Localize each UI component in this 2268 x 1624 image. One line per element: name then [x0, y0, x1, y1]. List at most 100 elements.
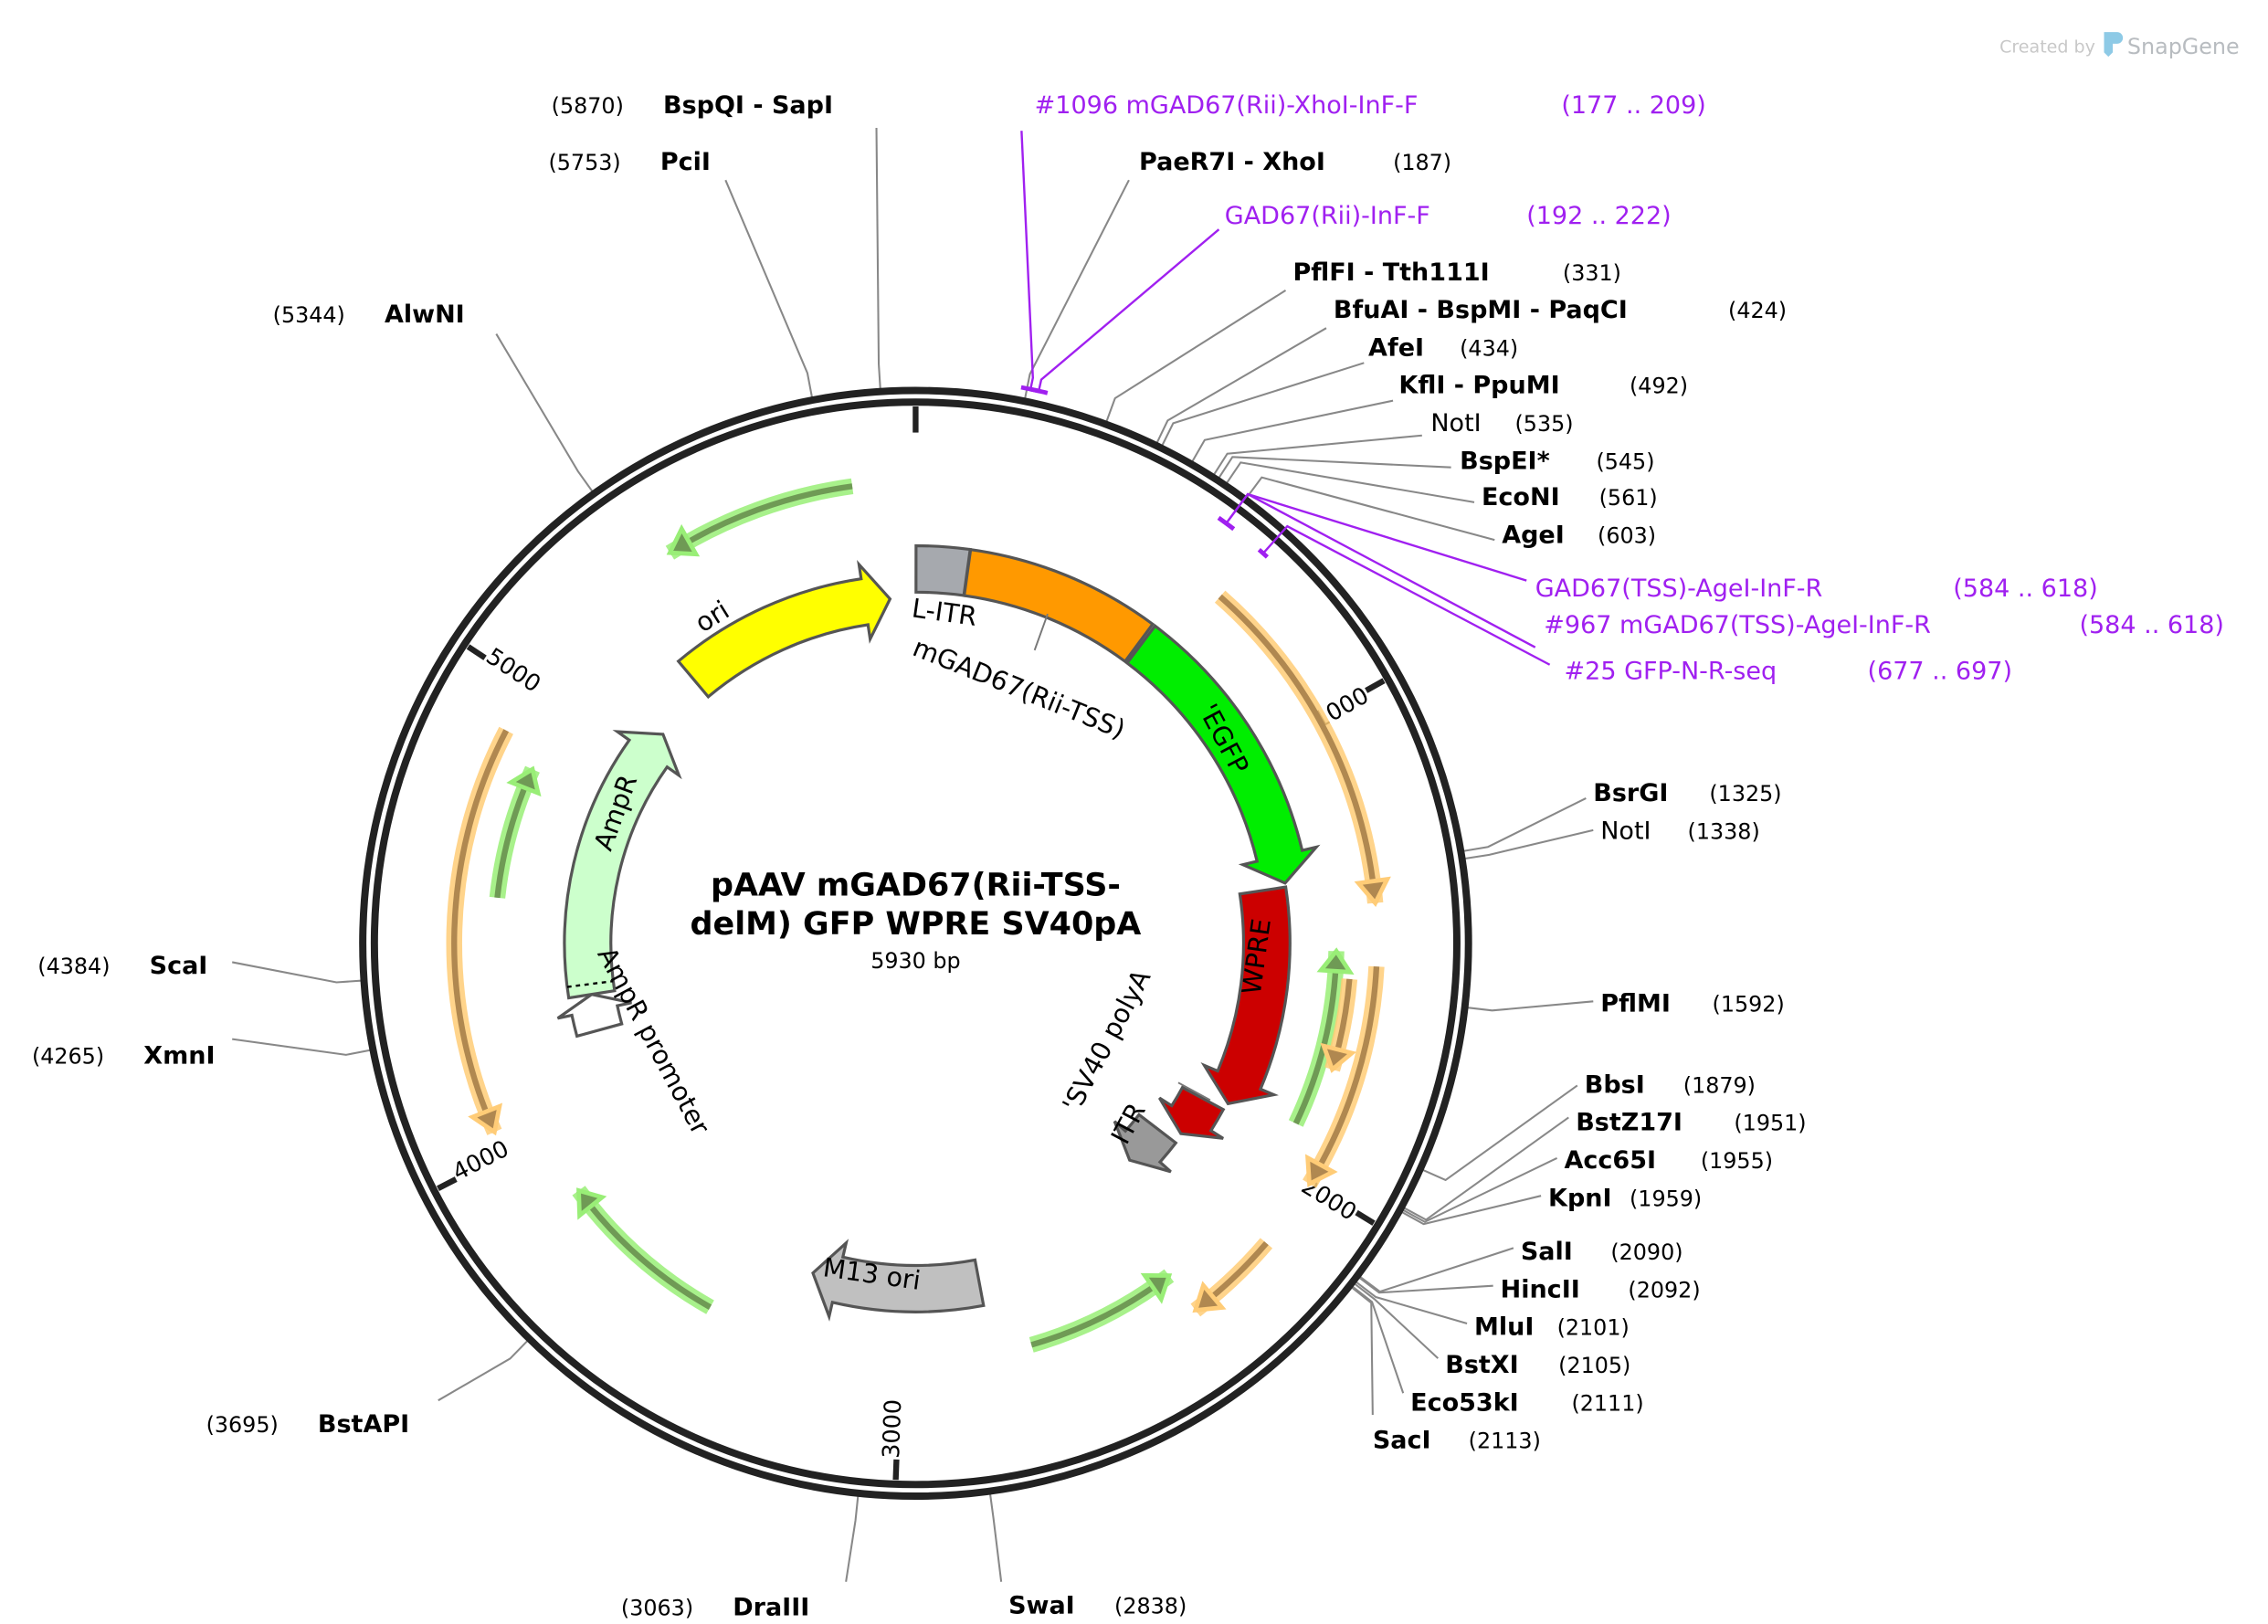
site-leader-line [845, 1492, 860, 1582]
primer-range: (177 .. 209) [1561, 91, 1705, 120]
site-name: AgeI [1502, 521, 1565, 549]
site-position: (1959) [1630, 1186, 1702, 1211]
site-leader-line [1216, 456, 1451, 481]
orf-arrow-head [666, 523, 701, 557]
site-name: ScaI [150, 952, 208, 980]
site-name: PaeR7I - XhoI [1139, 148, 1325, 176]
primer-range: (677 .. 697) [1868, 658, 2012, 686]
site-position: (2101) [1557, 1315, 1630, 1341]
orf-arrow-head [1192, 1281, 1227, 1313]
site-position: (4384) [37, 954, 110, 979]
site-name: BstAPI [318, 1410, 409, 1439]
site-name: NotI [1600, 817, 1651, 845]
orf-arrow-head [576, 1187, 607, 1220]
site-leader-line [232, 1038, 374, 1056]
tick-mark [892, 1459, 900, 1481]
site-leader-line [1349, 1283, 1405, 1394]
site-position: (1325) [1709, 781, 1781, 807]
feature-sv40-polya [1158, 1085, 1226, 1140]
primer-name: GAD67(Rii)-InF-F [1225, 202, 1430, 230]
site-position: (2838) [1114, 1594, 1187, 1619]
ampr-promoter-boundary [566, 980, 614, 988]
primer-name: #25 GFP-N-R-seq [1565, 658, 1777, 686]
site-position: (5870) [552, 93, 624, 119]
site-leader-line [1352, 1281, 1440, 1359]
site-leader-line [495, 333, 596, 495]
site-name: SwaI [1008, 1592, 1075, 1620]
site-leader-line [438, 1338, 531, 1402]
site-name: Acc65I [1565, 1146, 1657, 1175]
primer-name: GAD67(TSS)-AgeI-InF-R [1535, 575, 1823, 603]
primer-mark [1217, 515, 1236, 532]
primer-leader-line [1038, 228, 1220, 392]
site-position: (535) [1515, 411, 1574, 437]
site-position: (187) [1393, 150, 1451, 175]
site-position: (2113) [1469, 1429, 1541, 1454]
site-leader-line [1244, 476, 1495, 542]
site-leader-line [1399, 1156, 1558, 1223]
feature-label-ampr-promoter: AmpR promoter [591, 942, 716, 1140]
site-position: (5753) [548, 150, 620, 175]
site-leader-line [1104, 290, 1287, 425]
plasmid-length: 5930 bp [870, 948, 960, 974]
site-leader-line [1461, 796, 1587, 853]
feature-ampr-promoter [556, 992, 632, 1039]
site-name: PciI [660, 148, 711, 176]
orf-arrow-halo [665, 478, 854, 560]
feature-ampr [563, 730, 682, 1000]
site-leader-line [724, 179, 814, 401]
primer-leader-line [1225, 492, 1536, 649]
site-leader-line [1464, 1000, 1594, 1012]
primer-name: #1096 mGAD67(Rii)-XhoI-InF-F [1035, 91, 1419, 120]
site-name: BsrGI [1593, 779, 1668, 807]
feature-l-itr [914, 543, 972, 597]
site-position: (492) [1630, 374, 1688, 399]
orf-arrow-body [451, 729, 510, 1134]
tick-mark [466, 644, 487, 660]
site-name: DraIII [733, 1593, 809, 1621]
site-position: (1879) [1683, 1072, 1756, 1098]
site-leader-line [1401, 1116, 1569, 1221]
plasmid-title-block: pAAV mGAD67(Rii-TSS- delM) GFP WPRE SV40… [690, 867, 1141, 973]
primer-marks: #1096 mGAD67(Rii)-XhoI-InF-F (177 .. 209)… [1020, 91, 2224, 686]
site-position: (5344) [273, 302, 345, 328]
feature-label-mgad67: mGAD67(Rii-TSS) [909, 631, 1130, 744]
feature-wpre [1200, 885, 1292, 1106]
site-position: (545) [1596, 448, 1654, 474]
orf-arrow-body [1306, 966, 1380, 1186]
feature-itr [1113, 1113, 1178, 1174]
site-position: (3695) [206, 1412, 279, 1438]
feature-ori [676, 559, 892, 700]
primer-leader-line [1020, 131, 1035, 390]
feature-mgad67-rii-tss- [962, 547, 1155, 664]
site-position: (603) [1598, 522, 1656, 548]
site-leader-line [1160, 362, 1365, 448]
primer-range: (584 .. 618) [2079, 611, 2223, 639]
site-position: (2092) [1628, 1277, 1700, 1302]
tick-mark [437, 1176, 458, 1191]
site-name: BspEI* [1460, 447, 1550, 475]
site-name: AfeI [1368, 333, 1424, 362]
site-name: SacI [1373, 1427, 1431, 1455]
backbone-outer-strand [359, 386, 1472, 1501]
site-position: (1951) [1734, 1111, 1806, 1136]
site-leader-line [875, 127, 881, 392]
site-leader-line [1155, 327, 1327, 447]
tick-label: 4000 [448, 1134, 512, 1186]
site-position: (1338) [1688, 818, 1760, 844]
site-name: PflMI [1600, 989, 1671, 1018]
site-leader-line [1398, 1195, 1542, 1226]
site-name: Eco53kI [1410, 1388, 1519, 1417]
primer-range: (584 .. 618) [1953, 575, 2097, 603]
site-position: (331) [1563, 260, 1621, 286]
site-name: HincII [1501, 1275, 1580, 1303]
feature-egfp [1124, 624, 1321, 885]
tick-label: 3000 [877, 1398, 906, 1459]
site-name: KpnI [1548, 1184, 1612, 1212]
site-leader-line [1419, 1084, 1578, 1182]
site-position: (2090) [1610, 1239, 1683, 1265]
orf-arrow-head [468, 1102, 503, 1136]
snapgene-logo-icon [2104, 32, 2124, 58]
site-name: BstXI [1445, 1351, 1518, 1379]
site-position: (3063) [621, 1595, 693, 1620]
